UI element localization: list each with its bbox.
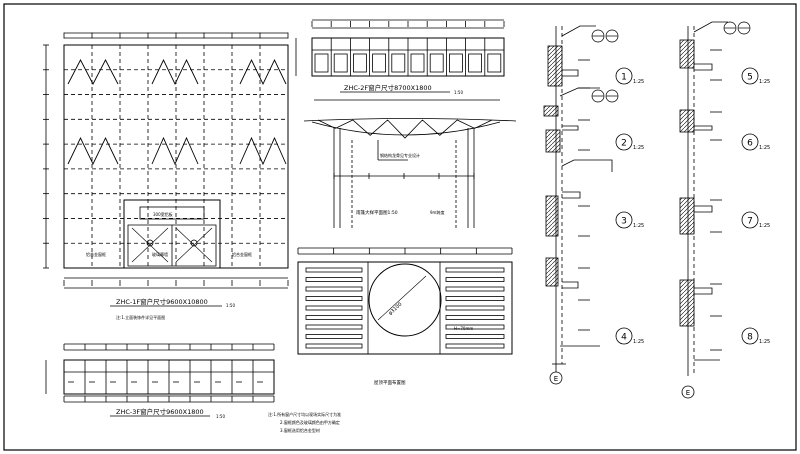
window-bottom-scale: 1:50 xyxy=(216,414,225,419)
section-scale-2: 1:25 xyxy=(633,145,644,151)
general-note-1: 注:1.所有窗户尺寸均以现场实际尺寸为准 xyxy=(268,411,341,417)
section-scale-7: 1:25 xyxy=(759,223,770,229)
window-elevation-top xyxy=(295,19,505,77)
canopy-note: 钢结构龙骨见专业设计 xyxy=(380,152,420,158)
section-details-right xyxy=(679,21,728,376)
facade-scale: 1:50 xyxy=(226,303,235,308)
section-scale-4: 1:25 xyxy=(633,339,644,345)
section-circle-8 xyxy=(741,327,759,345)
section-number-1: 1 xyxy=(621,73,627,83)
section-labels: 1 1:25 2 1:25 3 1:25 4 1:25 5 1:25 6 1:25 7 1:25 8 1:25 xyxy=(615,67,770,345)
window-elevation-bottom xyxy=(45,343,275,403)
section-number-4: 4 xyxy=(621,333,627,343)
plan-circle-label: φ3100 xyxy=(387,301,403,316)
section-number-6: 6 xyxy=(747,139,753,149)
facade-elevation xyxy=(43,32,289,289)
section-scale-1: 1:25 xyxy=(633,79,644,85)
facade-center-label: 玻璃幕墙 xyxy=(152,251,168,257)
section-circle-1 xyxy=(615,67,633,85)
section-circle-6 xyxy=(741,133,759,151)
section-circle-4 xyxy=(615,327,633,345)
general-note-3: 3.窗框选用铝合金型材 xyxy=(280,427,320,433)
section-number-8: 8 xyxy=(747,333,753,343)
section-circle-5 xyxy=(741,67,759,85)
section-number-7: 7 xyxy=(747,217,753,227)
canopy-title: 雨篷大样平面图1:50 xyxy=(356,209,398,216)
canopy-detail xyxy=(303,99,517,228)
window-top-scale: 1:50 xyxy=(454,90,463,95)
section-scale-3: 1:25 xyxy=(633,223,644,229)
axis-label-left: E xyxy=(554,375,558,383)
facade-title: ZHC-1F窗户尺寸9600X10800 xyxy=(116,297,208,306)
window-bottom-title: ZHC-3F窗户尺寸9600X1800 xyxy=(116,407,204,416)
section-circle-3 xyxy=(615,211,633,229)
facade-left-label: 铝合金窗框 xyxy=(86,251,106,257)
section-scale-5: 1:25 xyxy=(759,79,770,85)
facade-panel-label: 300宽铝板 xyxy=(153,211,173,217)
detail-callouts xyxy=(591,21,751,103)
sheet-border xyxy=(3,3,797,451)
axis-bubble-right xyxy=(681,385,695,399)
section-circle-7 xyxy=(741,211,759,229)
section-scale-8: 1:25 xyxy=(759,339,770,345)
window-top-title: ZHC-2F窗户尺寸8700X1800 xyxy=(344,83,432,92)
section-scale-6: 1:25 xyxy=(759,145,770,151)
facade-right-label: 铝合金窗框 xyxy=(232,251,252,257)
facade-note: 注:1.立面装饰件详见平面图 xyxy=(116,314,165,320)
roof-plan xyxy=(297,247,513,355)
axis-bubble-left xyxy=(549,371,563,385)
axis-label-right: E xyxy=(686,389,690,397)
section-number-5: 5 xyxy=(747,73,753,83)
section-number-3: 3 xyxy=(621,217,627,227)
section-details-left xyxy=(543,25,613,372)
canopy-side-label: 9m跨度 xyxy=(430,209,444,215)
plan-title: 屋顶平面布置图 xyxy=(374,379,406,386)
general-note-2: 2.窗框颜色及玻璃颜色由甲方确定 xyxy=(280,419,340,425)
plan-right-label: H=70mm xyxy=(454,326,473,331)
section-number-2: 2 xyxy=(621,139,627,149)
section-circle-2 xyxy=(615,133,633,151)
